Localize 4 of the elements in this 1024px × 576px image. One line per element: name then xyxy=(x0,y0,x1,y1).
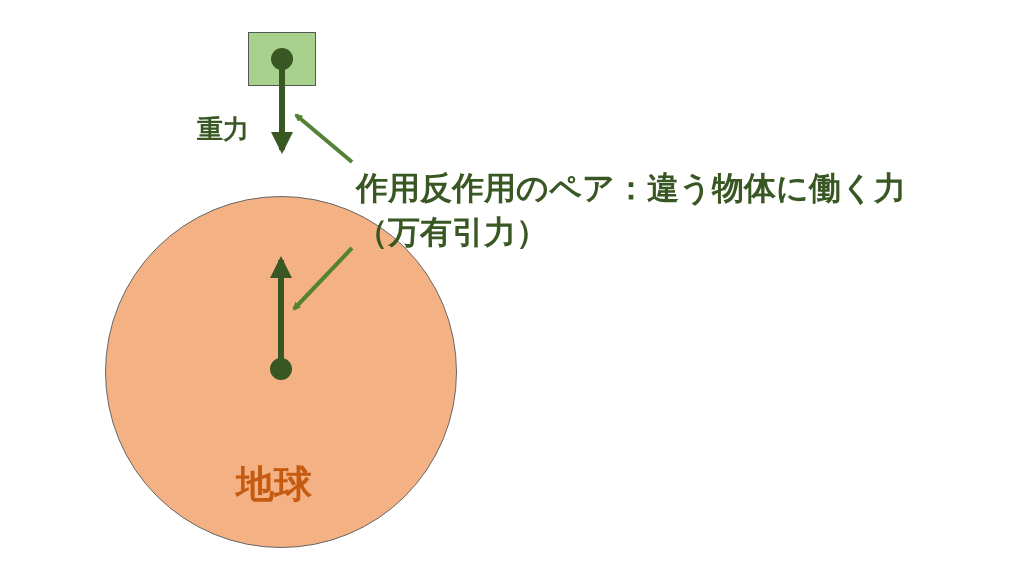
planet-label: 地球 xyxy=(236,461,312,508)
leader-line xyxy=(292,246,354,311)
force-label: 重力 xyxy=(197,113,249,146)
leader-line xyxy=(294,113,354,164)
